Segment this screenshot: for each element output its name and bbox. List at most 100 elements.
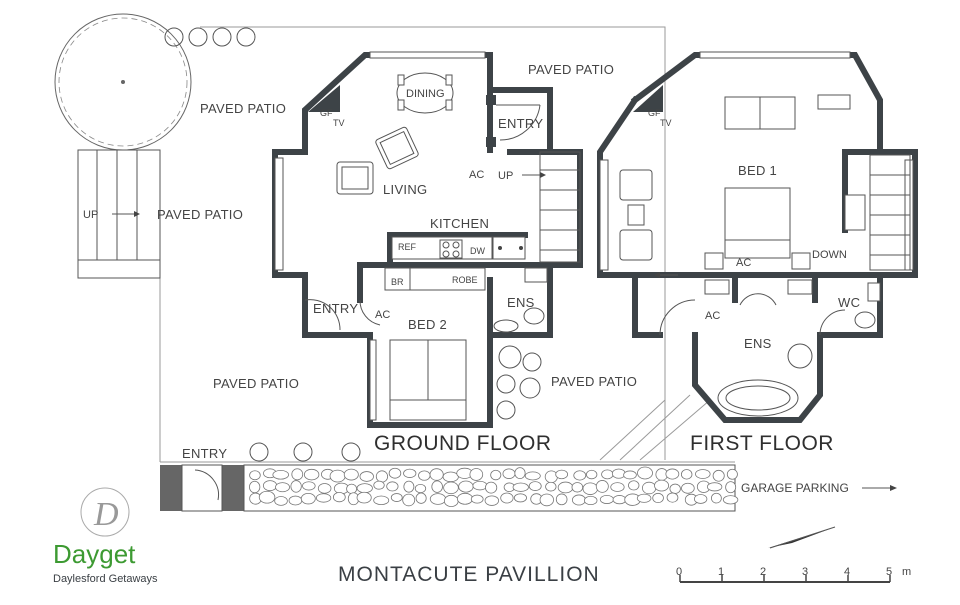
label-living: LIVING	[383, 182, 427, 197]
north-arrow-icon	[768, 526, 836, 549]
stone	[403, 468, 417, 478]
brand-monogram: D	[93, 496, 119, 533]
entry-gate	[160, 464, 244, 512]
label-gf-ground: GF	[320, 108, 333, 118]
stone	[680, 469, 693, 480]
label-ens-ground: ENS	[507, 295, 535, 310]
tv-corner-first	[633, 85, 663, 112]
dining-table	[396, 72, 454, 114]
label-dw: DW	[470, 246, 485, 256]
stone	[373, 480, 385, 490]
scale-tick-0: 0	[676, 566, 682, 578]
stone	[669, 483, 681, 494]
ground-floor-windows	[274, 51, 486, 421]
stone	[329, 469, 346, 483]
label-paved-patio-4: PAVED PATIO	[213, 376, 299, 391]
label-entry-bottom: ENTRY	[182, 446, 227, 461]
scale-unit: m	[902, 566, 911, 578]
label-paved-patio-3: PAVED PATIO	[528, 62, 614, 77]
stone	[332, 491, 346, 503]
stone	[356, 491, 372, 504]
stone	[300, 492, 316, 505]
stone	[502, 468, 516, 479]
stone	[414, 483, 427, 494]
stone	[443, 494, 459, 508]
stone	[484, 495, 500, 506]
label-paved-patio-2: PAVED PATIO	[157, 207, 243, 222]
stone	[431, 480, 443, 493]
label-entry-side: ENTRY	[313, 301, 358, 316]
label-br: BR	[391, 277, 404, 287]
stone	[373, 495, 390, 506]
stone	[402, 493, 416, 507]
robe	[384, 267, 486, 291]
stone	[573, 470, 587, 481]
stone	[610, 482, 625, 492]
label-robe: ROBE	[452, 275, 478, 285]
stone	[443, 481, 459, 495]
stone	[472, 480, 488, 491]
brand-tagline: Daylesford Getaways	[53, 573, 158, 585]
label-ens-first: ENS	[744, 336, 772, 351]
stone	[458, 480, 474, 493]
stone	[545, 481, 557, 492]
scale-tick-3: 3	[802, 566, 808, 578]
stone	[356, 483, 373, 494]
stone	[456, 492, 474, 505]
entry-door-top	[486, 95, 541, 147]
stone	[611, 468, 626, 479]
stone	[415, 492, 427, 504]
ground-floor-title: GROUND FLOOR	[374, 432, 552, 455]
stone	[628, 480, 640, 491]
stone	[571, 482, 584, 493]
label-gf-first: GF	[648, 108, 661, 118]
stone	[513, 493, 527, 503]
stone	[514, 467, 526, 479]
shrub-row-top	[164, 27, 256, 47]
stone	[418, 470, 431, 481]
stone	[539, 493, 554, 507]
stone	[528, 481, 542, 491]
stone	[599, 494, 614, 504]
stone	[595, 480, 609, 493]
stone	[470, 494, 484, 504]
stone	[695, 469, 711, 479]
label-bed1: BED 1	[738, 163, 777, 178]
label-dining: DINING	[406, 88, 445, 100]
stone	[290, 480, 302, 493]
stone	[249, 480, 261, 494]
shrub-row-bottom	[249, 442, 361, 462]
label-wc: WC	[838, 295, 860, 310]
garage-parking-label: GARAGE PARKING	[741, 481, 849, 495]
living-armchairs	[336, 126, 419, 195]
stone	[582, 482, 598, 495]
label-paved-patio-5: PAVED PATIO	[551, 374, 637, 389]
label-kitchen: KITCHEN	[430, 216, 489, 231]
label-up-deck: UP	[83, 209, 98, 221]
stone	[303, 468, 320, 481]
stone	[317, 483, 332, 494]
tree-icon	[54, 13, 192, 151]
stone	[693, 494, 708, 504]
garage-arrow-icon	[862, 485, 897, 491]
first-ensuite-fixtures	[659, 279, 881, 417]
first-floor-stair	[654, 154, 911, 278]
stone	[601, 469, 614, 480]
stone	[512, 482, 529, 492]
stone	[665, 468, 680, 480]
label-bed2: BED 2	[408, 317, 447, 332]
ground-ensuite-fixtures	[304, 267, 548, 333]
stone	[544, 470, 558, 484]
stone	[725, 481, 737, 494]
stone	[524, 471, 541, 481]
stone	[272, 469, 289, 480]
stone	[612, 495, 627, 505]
stone	[555, 493, 568, 506]
bed-2-furniture	[389, 339, 467, 421]
stone	[500, 492, 514, 504]
stone	[403, 480, 415, 493]
stone	[485, 481, 498, 494]
stone	[726, 468, 738, 480]
label-tv-ground: TV	[333, 118, 345, 128]
